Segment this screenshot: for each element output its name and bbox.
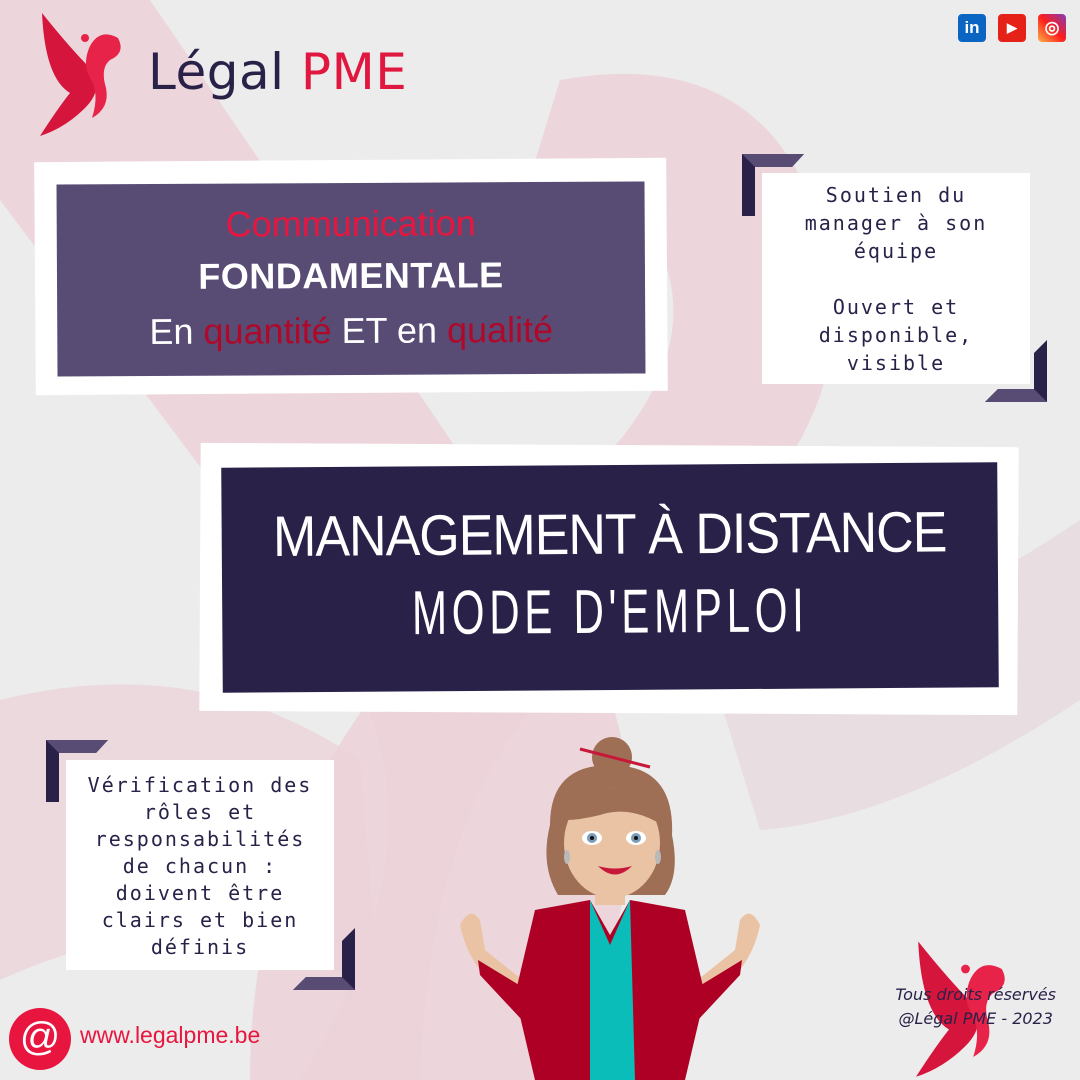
- roles-line: définis: [150, 935, 250, 959]
- text-qualite: qualité: [446, 308, 554, 351]
- social-links: in ▶ ◎: [958, 14, 1066, 42]
- roles-line: doivent être: [115, 881, 285, 905]
- rights-line-1: Tous droits réservés: [895, 985, 1056, 1004]
- main-title-box: MANAGEMENT À DISTANCE MODE D'EMPLOI: [221, 462, 999, 693]
- support-line: Soutien du: [825, 183, 967, 207]
- instagram-glyph: ◎: [1044, 18, 1060, 37]
- instagram-icon[interactable]: ◎: [1038, 14, 1066, 42]
- at-glyph: @: [19, 1015, 61, 1059]
- text-et-en: ET en: [331, 309, 448, 352]
- manager-support-card: Soutien du manager à son équipe Ouvert e…: [762, 173, 1030, 384]
- support-line: Ouvert et: [832, 295, 960, 319]
- fondamentale-heading: FONDAMENTALE: [198, 254, 504, 297]
- email-at-icon[interactable]: @: [9, 1008, 71, 1070]
- brand-name-pme: PME: [300, 43, 408, 101]
- support-line: manager à son: [804, 211, 988, 235]
- corner-bracket-bottom-right-icon: [293, 928, 355, 990]
- legal-pme-logo-icon: [40, 13, 121, 136]
- spacer: [762, 265, 1030, 293]
- corner-bracket-top-left-icon: [46, 740, 108, 802]
- rights-line-2: @Légal PME - 2023: [898, 1009, 1053, 1028]
- youtube-icon[interactable]: ▶: [998, 14, 1026, 42]
- roles-line: rôles et: [143, 800, 257, 824]
- brand-name-legal: Légal: [148, 43, 285, 101]
- woman-character-illustration: [460, 737, 760, 1080]
- roles-responsibilities-card: Vérification des rôles et responsabilité…: [66, 760, 334, 970]
- youtube-glyph: ▶: [1007, 20, 1017, 35]
- legal-pme-footer-logo-icon: [916, 941, 1005, 1077]
- corner-bracket-top-left-icon: [742, 154, 804, 216]
- title-management-a-distance: MANAGEMENT À DISTANCE: [272, 500, 947, 570]
- linkedin-glyph: in: [964, 18, 980, 37]
- brand-logo-text: Légal PME: [148, 40, 407, 104]
- copyright-notice: Tous droits réservés @Légal PME - 2023: [895, 983, 1056, 1031]
- linkedin-icon[interactable]: in: [958, 14, 986, 42]
- website-link[interactable]: www.legalpme.be: [80, 1022, 261, 1048]
- title-mode-demploi: MODE D'EMPLOI: [411, 576, 809, 648]
- support-line: équipe: [853, 239, 939, 263]
- roles-line: de chacun :: [122, 854, 278, 878]
- text-en: En: [149, 310, 204, 353]
- roles-line: responsabilités: [94, 827, 306, 851]
- support-line: visible: [846, 351, 946, 375]
- roles-line: clairs et bien: [101, 908, 299, 932]
- communication-heading: Communication: [225, 202, 476, 245]
- roles-line: Vérification des: [87, 773, 313, 797]
- communication-box: Communication FONDAMENTALE En quantité E…: [56, 181, 646, 377]
- corner-bracket-bottom-right-icon: [985, 340, 1047, 402]
- support-line: disponible,: [818, 323, 974, 347]
- quantity-quality-line: En quantité ET en qualité: [57, 305, 645, 356]
- text-quantite: quantité: [203, 310, 332, 352]
